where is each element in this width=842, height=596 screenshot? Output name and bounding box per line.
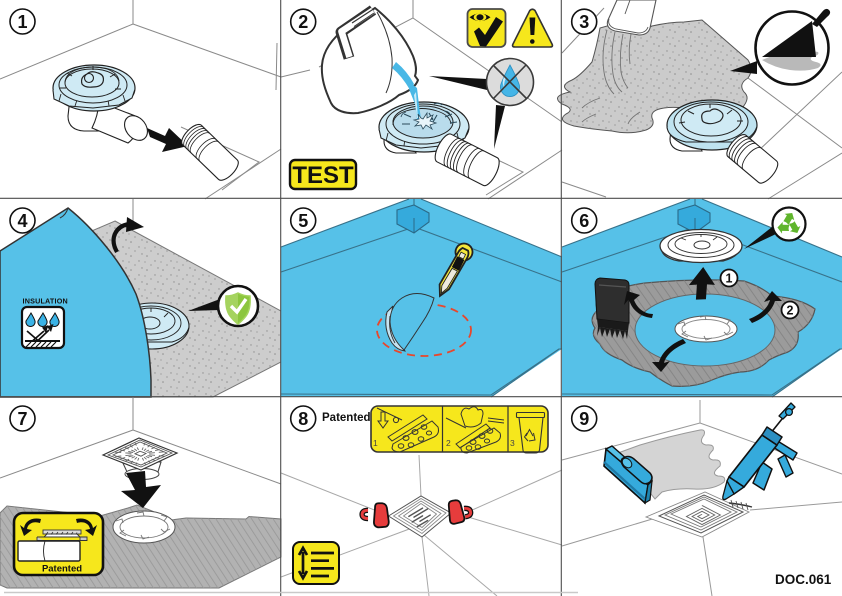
svg-text:9: 9: [579, 409, 589, 429]
svg-text:4: 4: [17, 211, 27, 231]
svg-text:8: 8: [298, 409, 308, 429]
svg-text:TEST: TEST: [292, 162, 354, 189]
svg-text:1: 1: [373, 438, 378, 448]
svg-text:6: 6: [579, 211, 589, 231]
svg-text:5: 5: [298, 211, 308, 231]
svg-text:1: 1: [726, 272, 733, 286]
svg-text:Patented: Patented: [322, 412, 371, 424]
svg-text:3: 3: [579, 12, 589, 32]
svg-text:7: 7: [17, 409, 27, 429]
svg-text:1: 1: [17, 12, 27, 32]
svg-text:INSULATION: INSULATION: [23, 297, 68, 306]
svg-text:3: 3: [510, 438, 515, 448]
svg-text:Patented: Patented: [42, 564, 82, 575]
svg-text:2: 2: [787, 304, 794, 318]
svg-text:2: 2: [446, 438, 451, 448]
svg-text:DOC.061: DOC.061: [775, 572, 832, 587]
svg-text:2: 2: [298, 12, 308, 32]
